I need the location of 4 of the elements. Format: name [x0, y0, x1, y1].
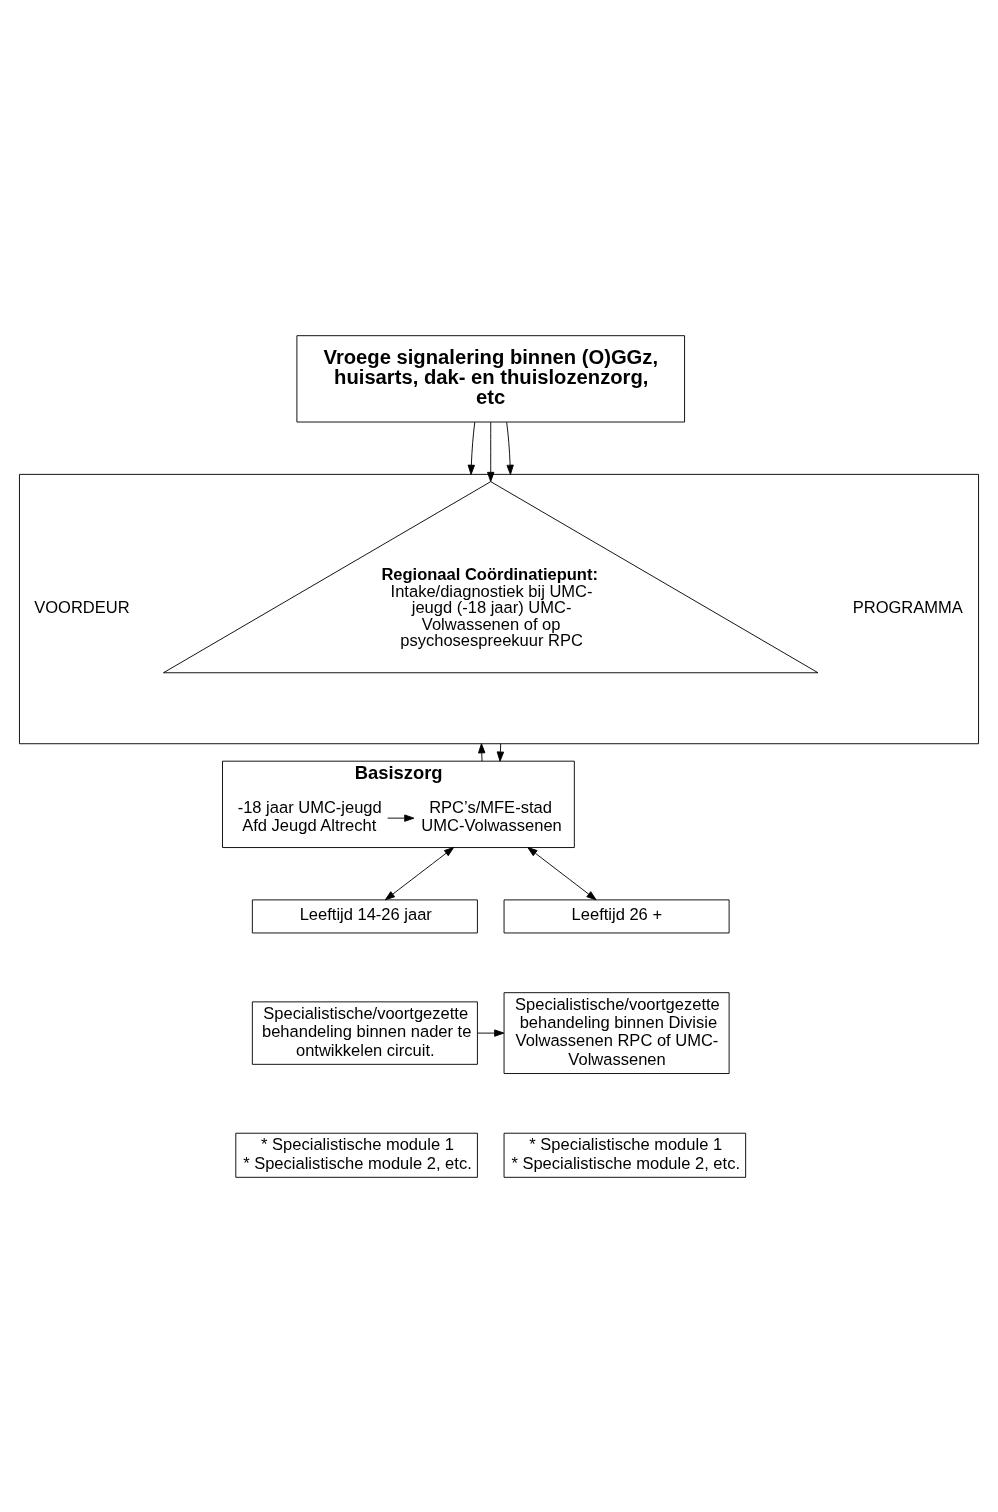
node-text: RPC’s/MFE-stad UMC-Volwassenen — [421, 797, 562, 835]
node-text: -18 jaar UMC-jeugd Afd Jeugd Altrecht — [237, 797, 382, 835]
label: PROGRAMMA — [852, 597, 963, 617]
label: VOORDEUR — [34, 597, 130, 617]
